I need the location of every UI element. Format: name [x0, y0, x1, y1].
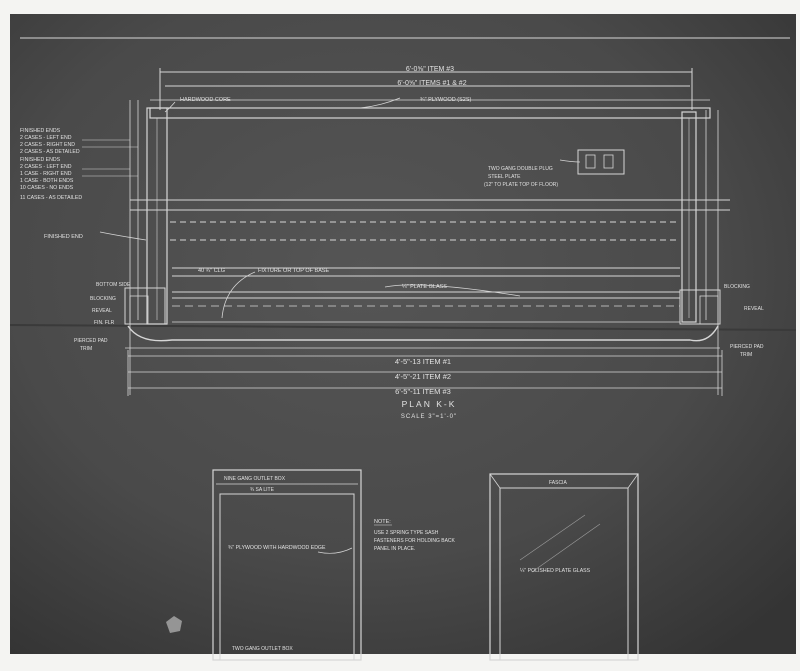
- blocking-right-label: BLOCKING: [724, 284, 750, 290]
- dim-item3-label: 6'-5"-11 ITEM #3: [395, 387, 451, 396]
- glass-frame-inner: [499, 487, 629, 661]
- outlet-box-detail: NINE GANG OUTLET BOX ¾ SA LITE ¾" PLYWOO…: [212, 469, 362, 661]
- legend-line: 1 CASE - BOTH ENDS: [20, 178, 74, 184]
- right-side-panel: [681, 111, 697, 323]
- sa-lite-label: ¾ SA LITE: [250, 487, 275, 493]
- leader-glass: [384, 284, 521, 297]
- outlet-receptacle: [603, 154, 614, 169]
- plan-scale: SCALE 3"=1'-0": [401, 414, 457, 420]
- leader-plywood: [359, 97, 401, 109]
- plate-glass-label: ¼" PLATE GLASS: [402, 284, 447, 290]
- finished-end-label: FINISHED END: [44, 234, 83, 240]
- paper-background: [10, 14, 796, 654]
- polished-glass-label: ¼" POLISHED PLATE GLASS: [520, 568, 591, 574]
- leader-outlet: [559, 159, 581, 163]
- legend-line: 2 CASES - LEFT END: [20, 164, 72, 170]
- plywood-edge-label: ¾" PLYWOOD WITH HARDWOOD EDGE: [228, 545, 326, 551]
- outlet-panel-inner: [219, 493, 355, 661]
- frame-miter: [489, 473, 501, 489]
- right-reveal: [699, 295, 719, 325]
- legend-line: FINISHED ENDS: [20, 128, 61, 134]
- legend-line: FINISHED ENDS: [20, 157, 61, 163]
- reveal-right-label: REVEAL: [744, 306, 764, 312]
- dim-item2-label: 4'-5"-21 ITEM #2: [395, 372, 451, 381]
- hardwood-core-label: HARDWOOD CORE: [180, 97, 231, 103]
- case-legend: FINISHED ENDS 2 CASES - LEFT END 2 CASES…: [20, 128, 138, 201]
- glass-reflection: [519, 514, 586, 561]
- bottom-trim: [127, 325, 719, 342]
- legend-line: 2 CASES - LEFT END: [20, 135, 72, 141]
- note-line: USE 2 SPRING TYPE SASH: [374, 530, 439, 536]
- nine-gang-label: NINE GANG OUTLET BOX: [224, 476, 286, 482]
- outlet-label-1: TWO GANG DOUBLE PLUG: [488, 166, 553, 172]
- leader-hardwood: [164, 101, 176, 113]
- left-reveal: [129, 295, 149, 325]
- plan-title: PLAN K-K: [402, 399, 457, 409]
- fin-floor-label: FIN. FLR: [94, 320, 115, 326]
- leader-finished-end: [99, 231, 147, 241]
- pierced-trim-right-1: PIERCED PAD: [730, 344, 764, 350]
- pierced-trim-left-2: TRIM: [80, 346, 92, 352]
- note-heading: NOTE:: [374, 519, 391, 525]
- outlet-label-2: STEEL PLATE: [488, 174, 521, 180]
- glass-reflection: [531, 523, 601, 573]
- fixture-label: FIXTURE OR TOP OF BASE: [258, 268, 330, 274]
- ceiling-dim-label: 40 ¾" CLG: [198, 268, 225, 274]
- note-line: FASTENERS FOR HOLDING BACK: [374, 538, 456, 544]
- legend-line: 2 CASES - AS DETAILED: [20, 149, 80, 155]
- legend-line: 2 CASES - RIGHT END: [20, 142, 75, 148]
- paper-fold: [9, 324, 797, 331]
- frame-miter: [627, 473, 639, 489]
- plan-section: 6'-0⅝" ITEM #3 6'-0⅝" ITEMS #1 & #2 HARD…: [44, 66, 764, 420]
- pierced-trim-left-1: PIERCED PAD: [74, 338, 108, 344]
- tape-mark: [166, 616, 182, 633]
- leader-plywood-edge: [317, 547, 353, 554]
- blocking-left-label: BLOCKING: [90, 296, 116, 302]
- fascia-label: FASCIA: [549, 480, 567, 486]
- dim-item1-label: 4'-5"-13 ITEM #1: [395, 357, 451, 366]
- note-line: PANEL IN PLACE.: [374, 546, 415, 552]
- plywood-label: ¾" PLYWOOD (S2S): [420, 97, 472, 103]
- legend-line: 1 CASE - RIGHT END: [20, 171, 72, 177]
- pierced-trim-right-2: TRIM: [740, 352, 752, 358]
- leader-fixture: [221, 271, 256, 319]
- legend-line: 11 CASES - AS DETAILED: [20, 195, 82, 201]
- reveal-left-label: REVEAL: [92, 308, 112, 314]
- bottom-side-label: BOTTOM SIDE: [96, 282, 131, 288]
- glass-panel-detail: FASCIA ¼" POLISHED PLATE GLASS: [489, 473, 639, 661]
- outlet-label-3: (12" TO PLATE TOP OF FLOOR): [484, 182, 558, 188]
- dim-overall-label: 6'-0⅝" ITEM #3: [406, 66, 454, 73]
- note-block: NOTE: USE 2 SPRING TYPE SASH FASTENERS F…: [374, 519, 456, 552]
- legend-line: 10 CASES - NO ENDS: [20, 185, 74, 191]
- two-gang-label: TWO GANG OUTLET BOX: [232, 646, 293, 652]
- top-plywood-board: [149, 107, 711, 119]
- dim-items-label: 6'-0⅝" ITEMS #1 & #2: [397, 80, 466, 87]
- outlet-receptacle: [585, 154, 596, 169]
